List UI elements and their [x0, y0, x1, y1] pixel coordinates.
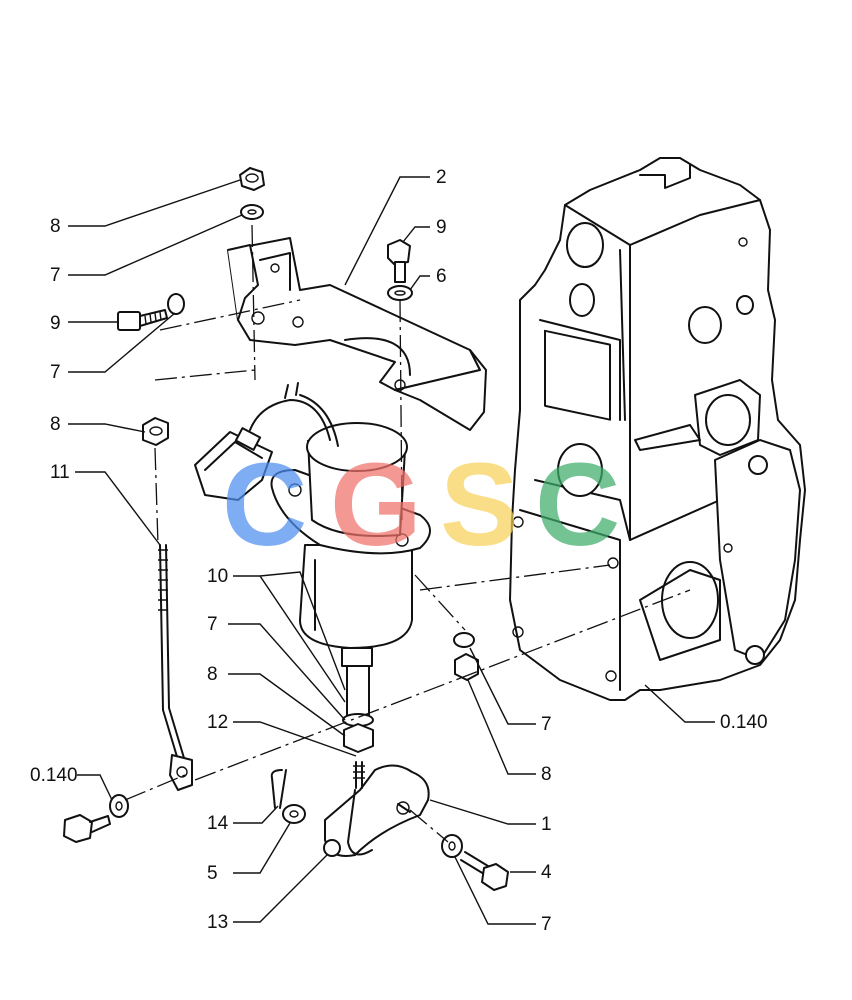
- callout-labels: 8 7 9 7 8 11 2 9 6 10 7 8 12 0.140 14 5 …: [30, 167, 768, 935]
- assembly-lines: [124, 224, 691, 843]
- callout-2: 2: [436, 167, 447, 188]
- callout-13: 13: [207, 912, 228, 933]
- callout-7-lower: 7: [207, 614, 218, 635]
- watermark-letter-4: C: [535, 439, 620, 571]
- callout-8-mid: 8: [50, 414, 61, 435]
- watermark-letter-3: S: [440, 439, 519, 571]
- pump-housing: [509, 157, 806, 701]
- callout-6: 6: [436, 266, 447, 287]
- control-rod: [158, 544, 193, 791]
- callout-7-top: 7: [50, 265, 61, 286]
- mounting-bracket: [227, 237, 487, 431]
- watermark-logo: C G S C: [222, 439, 620, 571]
- callout-9-left: 9: [50, 313, 61, 334]
- callout-7-left: 7: [50, 362, 61, 383]
- callout-12: 12: [207, 712, 228, 733]
- leader-lines: [68, 176, 715, 925]
- callout-4: 4: [541, 862, 552, 883]
- stop-lever: [323, 764, 430, 857]
- callout-0140-right: 0.140: [720, 712, 768, 733]
- callout-8-top: 8: [50, 216, 61, 237]
- stop-solenoid: [194, 382, 431, 717]
- callout-14: 14: [207, 813, 229, 834]
- callout-0140-left: 0.140: [30, 765, 78, 786]
- callout-10: 10: [207, 566, 228, 587]
- callout-1: 1: [541, 814, 552, 835]
- callout-7-bottom: 7: [541, 914, 552, 935]
- callout-8-lower: 8: [207, 664, 218, 685]
- callout-5: 5: [207, 863, 218, 884]
- watermark-letter-2: G: [330, 439, 422, 571]
- callout-9-right: 9: [436, 217, 447, 238]
- callout-11: 11: [50, 462, 70, 483]
- callout-7-right: 7: [541, 714, 552, 735]
- watermark-letter-1: C: [222, 439, 307, 571]
- callout-8-right: 8: [541, 764, 552, 785]
